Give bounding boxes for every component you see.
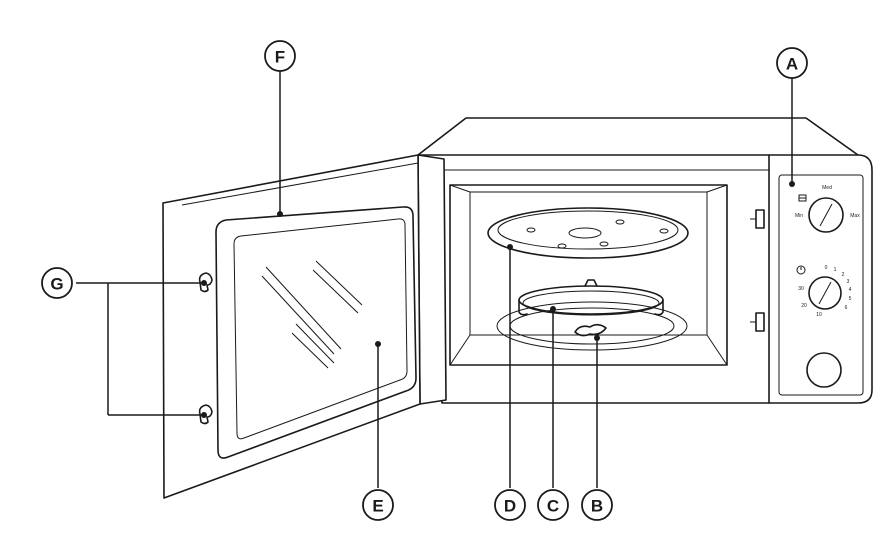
callout-e: E [362,489,394,521]
power-dial-label-min: Min [795,213,803,219]
svg-text:C: C [547,497,559,516]
power-dial-label-max: Max [850,213,860,219]
svg-text:E: E [372,497,383,516]
callout-b: B [581,489,613,521]
power-dial-label-med: Med [822,185,832,191]
svg-text:F: F [275,48,285,67]
timer-tick: 10 [816,312,822,318]
callout-f: F [264,40,296,72]
roller-ring [518,279,664,316]
clock-icon [796,265,806,275]
power-dial[interactable]: Med Min Max [795,185,860,233]
timer-dial[interactable]: 0 1 2 3 4 5 6 10 20 30 [796,265,852,318]
timer-tick: 30 [798,286,804,292]
control-panel [778,174,864,396]
leader-lines [76,70,795,488]
door-hooks [198,272,213,425]
svg-text:B: B [591,497,603,516]
timer-tick: 4 [849,287,852,293]
microwave-body [417,117,873,404]
callout-a: A [776,47,808,79]
callout-c: C [537,489,569,521]
callout-g: G [41,267,73,299]
svg-text:G: G [50,275,63,294]
door [162,154,447,499]
svg-text:D: D [504,497,516,516]
timer-tick: 3 [847,279,850,285]
svg-text:A: A [786,55,798,74]
latch-receivers [750,209,765,332]
timer-tick: 2 [842,272,845,278]
timer-tick: 6 [845,305,848,311]
timer-tick: 1 [834,267,837,273]
timer-tick: 5 [849,296,852,302]
door-release-button[interactable] [806,352,842,388]
timer-tick: 0 [825,265,828,271]
timer-tick: 20 [801,303,807,309]
glass-tray [487,207,689,259]
callout-d: D [494,489,526,521]
power-icon [798,194,807,202]
